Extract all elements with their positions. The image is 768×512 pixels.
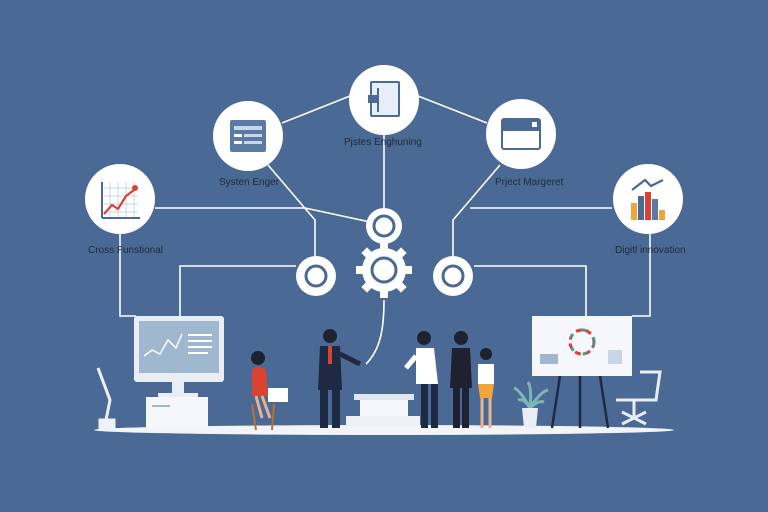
- node-top-center[interactable]: [349, 65, 419, 135]
- ring-icon: [304, 264, 328, 288]
- label-top-center: Pjstes Enghuning: [344, 137, 422, 148]
- label-mid-left: Cross Funstional: [88, 245, 164, 256]
- gear-icon: [356, 242, 412, 298]
- person-seated-woman: [251, 351, 288, 431]
- left-monitor: [134, 316, 224, 429]
- potted-plant: [513, 381, 549, 428]
- browser-window-icon: [501, 118, 541, 150]
- label-upper-right: Prject Margeret: [495, 177, 564, 188]
- label-upper-left: Systen Enger: [219, 177, 280, 188]
- connector-lines: [119, 95, 651, 365]
- door-icon: [368, 81, 400, 117]
- person-standing-woman: [478, 348, 494, 428]
- hub-right[interactable]: [433, 256, 473, 296]
- ring-icon: [441, 264, 465, 288]
- node-mid-left[interactable]: [85, 164, 155, 234]
- hub-ring-top[interactable]: [366, 208, 402, 244]
- person-white-shirt-man: [404, 331, 438, 428]
- hub-center[interactable]: [356, 242, 412, 298]
- line-chart-icon: [101, 182, 140, 219]
- person-dark-suit-man: [450, 331, 472, 428]
- hub-left[interactable]: [296, 256, 336, 296]
- node-upper-right[interactable]: [486, 99, 556, 169]
- office-chair: [616, 370, 662, 426]
- whiteboard-easel: [532, 316, 632, 429]
- bar-chart-icon: [631, 178, 665, 220]
- desk-lamp: [96, 367, 116, 430]
- node-mid-right[interactable]: [613, 164, 683, 234]
- center-podium: [346, 394, 420, 426]
- document-icon: [230, 120, 266, 152]
- label-mid-right: Digitl innovation: [615, 245, 686, 256]
- person-suit-man: [318, 329, 362, 428]
- node-upper-left[interactable]: [213, 101, 283, 171]
